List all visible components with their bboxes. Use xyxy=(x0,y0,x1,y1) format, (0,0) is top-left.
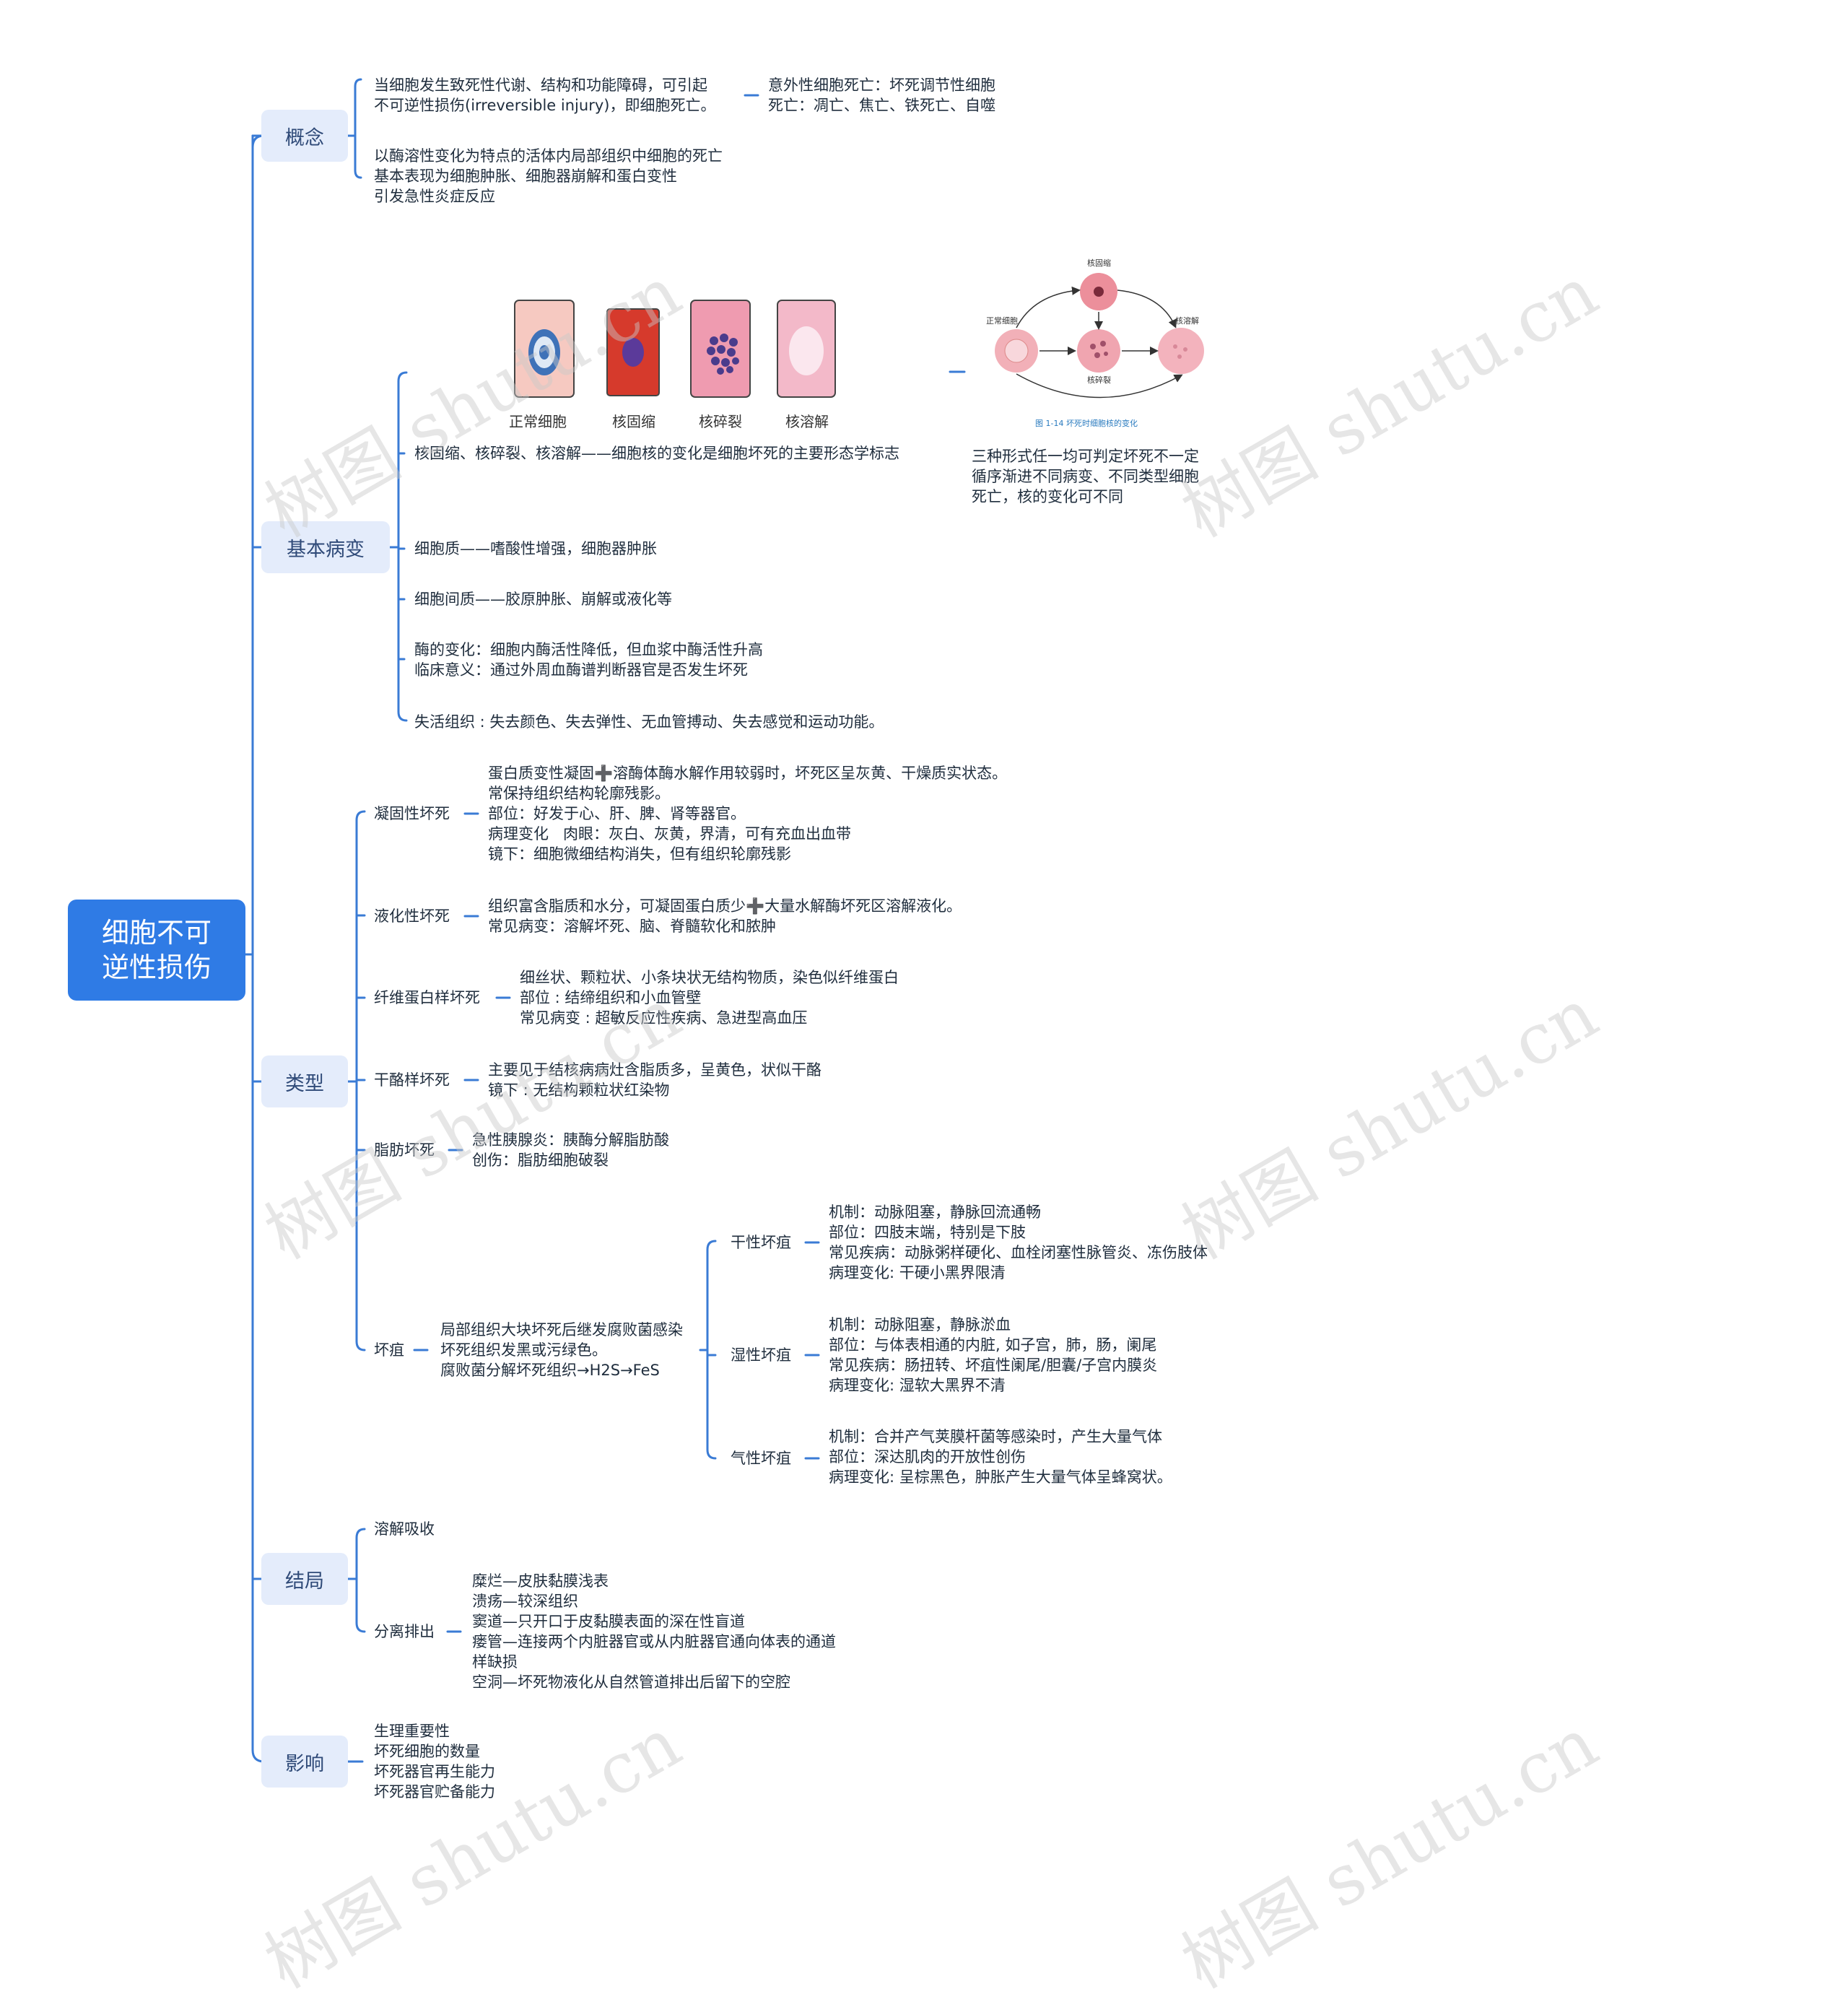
type-caseous-text: 主要见于结核病病灶含脂质多，呈黄色，状似干酪 镜下 : 无结构颗粒状红染物 xyxy=(488,1061,821,1099)
type-fibrinoid-label[interactable]: 纤维蛋白样坏死 xyxy=(374,989,480,1006)
gangrene-dry-label[interactable]: 干性坏疽 xyxy=(731,1234,791,1251)
branch-outcome[interactable]: 结局 xyxy=(261,1553,348,1605)
concept-necrosis-features: 以酶溶性变化为特点的活体内局部组织中细胞的死亡 基本表现为细胞肿胀、细胞器崩解和… xyxy=(374,147,723,205)
concept-cell-death-types: 意外性细胞死亡：坏死调节性细胞 死亡：凋亡、焦亡、铁死亡、自噬 xyxy=(768,77,995,114)
type-liquefactive-label[interactable]: 液化性坏死 xyxy=(374,907,450,925)
fig2-caption: 图 1-14 坏死时细胞核的变化 xyxy=(1035,419,1138,428)
type-gangrene-label[interactable]: 坏疽 xyxy=(374,1341,404,1359)
nucleus-change-cycle-figure xyxy=(995,273,1204,399)
basic-interstitium: 细胞间质——胶原肿胀、崩解或液化等 xyxy=(414,591,672,608)
impact-text: 生理重要性 坏死细胞的数量 坏死器官再生能力 坏死器官贮备能力 xyxy=(374,1723,495,1801)
outcome-separate-text: 糜烂—皮肤黏膜浅表 溃疡—较深组织 窦道—只开口于皮黏膜表面的深在性盲道 瘘管—… xyxy=(472,1572,836,1691)
karyorrhexis-cell-illustration xyxy=(690,300,751,398)
karyolysis-cell-illustration xyxy=(777,300,836,398)
type-fat-text: 急性胰腺炎：胰酶分解脂肪酸 创伤：脂肪细胞破裂 xyxy=(472,1131,669,1169)
type-coagulative-label[interactable]: 凝固性坏死 xyxy=(374,805,450,822)
caption-pyknosis: 核固缩 xyxy=(612,413,655,430)
nucleus-change-figure xyxy=(514,300,836,398)
outcome-separate-label[interactable]: 分离排出 xyxy=(374,1623,435,1640)
branch-impact[interactable]: 影响 xyxy=(261,1736,348,1788)
basic-nucleus-note: 三种形式任一均可判定坏死不一定 循序渐进不同病变、不同类型细胞 死亡，核的变化可… xyxy=(972,448,1199,505)
gangrene-wet-text: 机制：动脉阻塞，静脉淤血 部位：与体表相通的内脏, 如子宫，肺，肠，阑尾 常见疾… xyxy=(829,1316,1158,1394)
branch-concept[interactable]: 概念 xyxy=(261,110,348,162)
basic-cytoplasm: 细胞质——嗜酸性增强，细胞器肿胀 xyxy=(414,540,657,557)
type-coagulative-text: 蛋白质变性凝固➕溶酶体酶水解作用较弱时，坏死区呈灰黄、干燥质实状态。 常保持组织… xyxy=(488,765,1008,863)
fig2-label-top: 核固缩 xyxy=(1087,258,1111,268)
gangrene-gas-text: 机制：合并产气荚膜杆菌等感染时，产生大量气体 部位：深达肌肉的开放性创伤 病理变… xyxy=(829,1428,1172,1486)
type-fat-label[interactable]: 脂肪坏死 xyxy=(374,1141,435,1159)
gangrene-wet-label[interactable]: 湿性坏疽 xyxy=(731,1346,791,1364)
connector-lines xyxy=(244,78,966,1763)
concept-definition: 当细胞发生致死性代谢、结构和功能障碍，可引起 不可逆性损伤(irreversib… xyxy=(374,77,716,114)
caption-karyolysis: 核溶解 xyxy=(785,413,829,430)
basic-enzyme: 酶的变化：细胞内酶活性降低，但血浆中酶活性升高 临床意义：通过外周血酶谱判断器官… xyxy=(414,641,763,679)
basic-nucleus-change: 核固缩、核碎裂、核溶解——细胞核的变化是细胞坏死的主要形态学标志 xyxy=(414,445,899,462)
gangrene-dry-text: 机制：动脉阻塞，静脉回流通畅 部位：四肢末端，特别是下肢 常见疾病：动脉粥样硬化… xyxy=(829,1203,1208,1281)
root-node[interactable]: 细胞不可 逆性损伤 xyxy=(68,900,245,1001)
type-caseous-label[interactable]: 干酪样坏死 xyxy=(374,1071,450,1089)
branch-basic-lesion[interactable]: 基本病变 xyxy=(261,521,390,573)
type-liquefactive-text: 组织富含脂质和水分，可凝固蛋白质少➕大量水解酶坏死区溶解液化。 常见病变：溶解坏… xyxy=(488,897,962,935)
outcome-absorb[interactable]: 溶解吸收 xyxy=(374,1520,435,1538)
fig2-label-bottom: 核碎裂 xyxy=(1087,375,1111,385)
gangrene-gas-label[interactable]: 气性坏疽 xyxy=(731,1450,791,1467)
mind-map: 细胞不可 逆性损伤 概念 基本病变 类型 结局 影响 当细胞发生致死性代谢、结构… xyxy=(68,77,1611,2004)
basic-devitalized: 失活组织 : 失去颜色、失去弹性、无血管搏动、失去感觉和运动功能。 xyxy=(414,713,884,731)
normal-cell-illustration xyxy=(514,300,575,398)
type-fibrinoid-text: 细丝状、颗粒状、小条块状无结构物质，染色似纤维蛋白 部位 : 结缔组织和小血管壁… xyxy=(520,969,899,1027)
caption-karyorrhexis: 核碎裂 xyxy=(699,413,742,430)
pyknosis-cell-illustration xyxy=(606,308,660,396)
type-gangrene-text: 局部组织大块坏死后继发腐败菌感染 坏死组织发黑或污绿色。 腐败菌分解坏死组织→H… xyxy=(440,1321,683,1379)
caption-normal-cell: 正常细胞 xyxy=(509,413,567,430)
fig2-label-left: 正常细胞 xyxy=(986,316,1018,326)
fig2-label-right: 核溶解 xyxy=(1175,316,1199,326)
branch-types[interactable]: 类型 xyxy=(261,1055,348,1107)
